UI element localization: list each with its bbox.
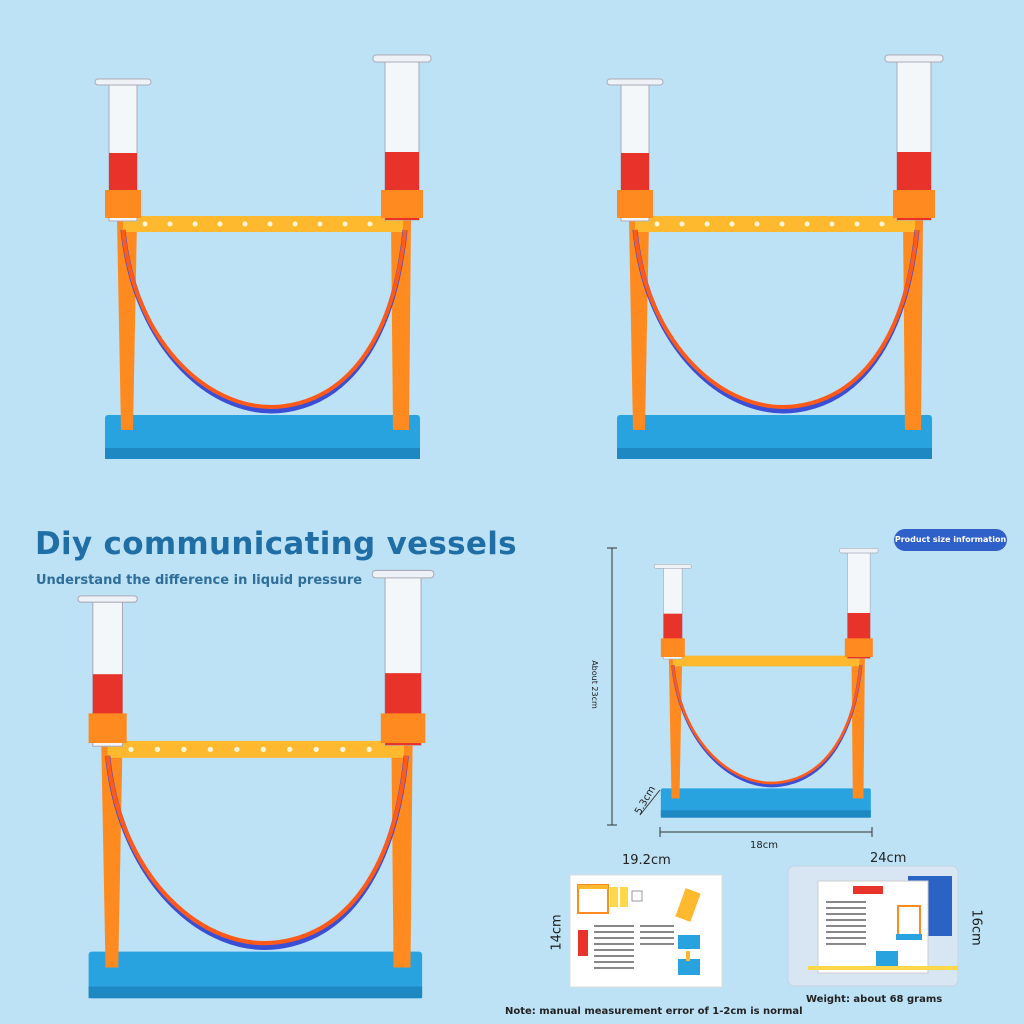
dimension-photo <box>653 548 879 818</box>
vessel-apparatus <box>606 54 944 459</box>
page-title: Diy communicating vessels <box>35 526 517 562</box>
blue-base <box>660 788 871 818</box>
height-label: About 23cm <box>589 660 599 709</box>
manual-height-label: 14cm <box>549 914 565 951</box>
crossbar <box>672 655 860 667</box>
product-photo-3 <box>77 569 435 999</box>
bag-width-label: 24cm <box>870 851 907 866</box>
weight-note: Weight: about 68 grams <box>806 994 943 1005</box>
crossbar <box>107 740 405 758</box>
page-subtitle: Understand the difference in liquid pres… <box>36 573 363 588</box>
measurement-note: Note: manual measurement error of 1-2cm … <box>505 1006 803 1017</box>
crossbar <box>123 216 403 232</box>
size-info-badge: Product size information <box>894 529 1007 551</box>
vessel-apparatus <box>94 54 432 459</box>
right-leg <box>851 658 865 799</box>
instruction-manual <box>569 874 723 988</box>
right-leg <box>391 745 413 968</box>
product-photo-2 <box>606 54 944 459</box>
bag-height-label: 16cm <box>968 909 984 946</box>
right-leg <box>903 220 923 430</box>
packaging-bag <box>787 865 959 987</box>
crossbar <box>635 216 915 232</box>
vessel-apparatus <box>653 548 879 818</box>
depth-line <box>639 789 661 816</box>
vessel-apparatus <box>77 569 435 999</box>
product-photo-1 <box>94 54 432 459</box>
width-label: 18cm <box>750 840 778 851</box>
right-leg <box>391 220 411 430</box>
manual-width-label: 19.2cm <box>622 853 671 868</box>
